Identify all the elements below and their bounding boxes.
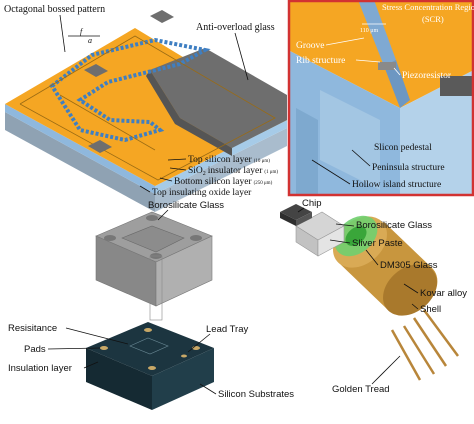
panel-c-exploded-view: Borosilicate Glass Resisitance Pads Insu… (8, 200, 294, 410)
label-rib-structure: Rib structure (296, 56, 345, 66)
label-kovar-alloy: Kovar alloy (420, 288, 467, 299)
label-borosilicate-glass-d: Borosilicate Glass (356, 220, 432, 231)
bottom-silicon-right-face (155, 128, 287, 212)
hollow-island-structure (296, 108, 318, 196)
pad (84, 64, 108, 77)
bottom-silicon-front-face (5, 112, 155, 212)
label-golden-tread: Golden Tread (332, 384, 390, 395)
label-top-silicon-layer: Top silicon layer(10 μm) (188, 155, 270, 165)
label-shell: Shell (420, 304, 441, 315)
label-piezoresistor: Piezoresistor (402, 71, 452, 81)
label-pads: Pads (24, 344, 46, 355)
groove (358, 0, 396, 66)
label-chip: Chip (302, 198, 322, 209)
label-silicon-pedestal: Slicon pedestal (374, 143, 432, 153)
label-silver-paste: Sliver Paste (352, 238, 403, 249)
octagonal-bossed-pattern (49, 37, 211, 143)
pad (148, 366, 156, 370)
label-resistance: Resisitance (8, 323, 57, 334)
label-bottom-silicon-layer: Bottom silicon layer(250 μm) (174, 177, 273, 187)
label-stress-concentration-region: Stress Concentration Region (382, 2, 474, 12)
golden-tread (390, 329, 422, 381)
piezoresistor (378, 62, 396, 70)
label-dm305-glass: DM305 Glass (380, 260, 438, 271)
pad (88, 140, 112, 153)
zoom-frame (287, 0, 474, 197)
silicon-substrate-top (86, 322, 214, 376)
pad (100, 346, 108, 350)
pad (150, 10, 174, 23)
label-lead-tray: Lead Tray (206, 324, 248, 335)
pad (144, 328, 152, 332)
label-groove: Groove (296, 41, 325, 51)
label-borosilicate-glass: Borosilicate Glass (148, 200, 224, 211)
anti-overload-glass-block (150, 48, 287, 148)
dimension-f: f (80, 27, 84, 36)
panel-b-scr-zoom: Stress Concentration Region (SCR) 110 μm… (287, 0, 474, 197)
label-insulation-layer: Insulation layer (8, 363, 72, 374)
label-top-insulating-oxide-layer: Top insulating oxide layer (152, 188, 252, 198)
top-silicon-right-face (155, 120, 287, 194)
label-peninsula-structure: Peninsula structure (372, 163, 445, 173)
label-anti-overload-glass: Anti-overload glass (196, 22, 275, 33)
top-silicon-front-face (5, 104, 155, 194)
panel-d-package: Chip Borosilicate Glass Sliver Paste DM3… (280, 198, 467, 395)
peninsula-structure (320, 90, 380, 190)
dimension-a: a (88, 36, 92, 45)
label-110-um: 110 μm (360, 28, 378, 34)
label-silicon-substrates: Silicon Substrates (218, 389, 294, 400)
label-hollow-island-structure: Hollow island structure (352, 180, 441, 190)
label-octagonal-bossed-pattern: Octagonal bossed pattern (4, 4, 105, 15)
label-scr: (SCR) (422, 14, 444, 24)
panel-a-chip-structure: f a Octagonal bossed pattern Anti-overlo… (0, 0, 287, 212)
